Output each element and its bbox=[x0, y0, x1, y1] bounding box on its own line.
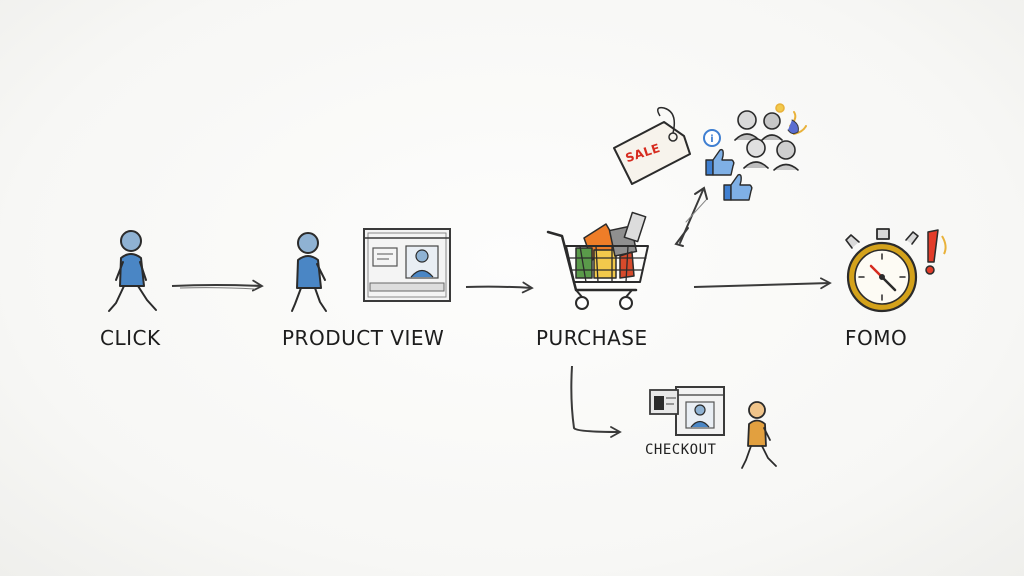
checkout-label: CHECKOUT bbox=[645, 442, 717, 458]
arrow-purchase-to-fomo bbox=[693, 277, 832, 290]
exclamation-icon bbox=[925, 229, 947, 275]
walking-person-icon bbox=[108, 230, 157, 312]
stage-label-fomo: FOMO bbox=[845, 326, 908, 350]
shopping-cart-icon bbox=[546, 211, 649, 310]
thumbs-up-icon bbox=[723, 173, 753, 201]
thumbs-up-icon bbox=[705, 148, 735, 176]
price-tag-icon bbox=[613, 106, 691, 185]
arrow-purchase-to-checkout bbox=[570, 365, 622, 438]
checkout-screen-icon bbox=[649, 386, 725, 436]
stage-label-product-view: PRODUCT VIEW bbox=[282, 326, 445, 350]
walking-person-icon bbox=[741, 401, 777, 469]
svg-text:i: i bbox=[710, 134, 713, 145]
arrow-product-to-purchase bbox=[465, 281, 534, 294]
stopwatch-icon bbox=[845, 228, 919, 313]
social-crowd-icon: i bbox=[703, 103, 807, 171]
product-page-icon bbox=[363, 228, 451, 302]
walking-person-icon bbox=[291, 232, 327, 312]
stage-label-purchase: PURCHASE bbox=[536, 326, 648, 350]
arrow-click-to-product bbox=[171, 279, 264, 292]
stage-label-click: CLICK bbox=[100, 326, 161, 350]
arrow-click-to-product-sketch bbox=[179, 287, 256, 290]
double-arrow-purchase-social bbox=[674, 186, 708, 247]
